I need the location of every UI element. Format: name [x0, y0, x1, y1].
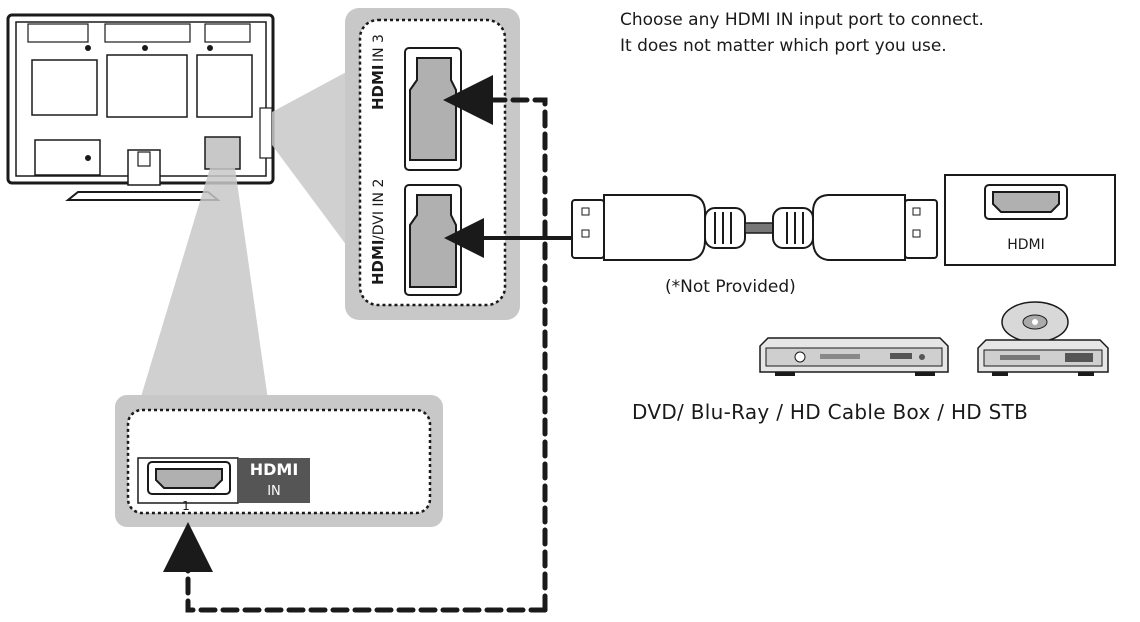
- hdmi-in-2-label: /DVI IN 2: [371, 179, 387, 240]
- hdmi-in-1-label: IN: [267, 484, 281, 499]
- instruction-line-1: Choose any HDMI IN input port to connect…: [620, 10, 984, 30]
- hdmi-in-3-label: IN 3: [371, 34, 387, 62]
- rear-panel-zoom: 1 HDMI IN: [115, 395, 443, 527]
- set-top-box-illustration: [977, 301, 1109, 376]
- hdmi-cable: [571, 194, 938, 261]
- dvd-player-illustration: [759, 337, 949, 376]
- hdmi-port-3: [404, 47, 462, 171]
- hdmi-in-3-logo: HDMI: [369, 64, 387, 110]
- hdmi-in-1-number: 1: [182, 499, 190, 513]
- side-panel-callout-wedge: [272, 70, 350, 250]
- hdmi-in-2-logo: HDMI: [369, 239, 387, 285]
- alternate-connection-dashed-path: [163, 75, 548, 613]
- side-panel-zoom: HDMI IN 3 HDMI /DVI IN 2: [345, 8, 520, 320]
- hdmi-port-1: [147, 461, 231, 495]
- devices-caption: DVD/ Blu-Ray / HD Cable Box / HD STB: [632, 400, 1029, 424]
- instruction-line-2: It does not matter which port you use.: [620, 36, 947, 56]
- hdmi-in-1-logo: HDMI: [250, 460, 299, 479]
- device-hdmi-port-label: HDMI: [1007, 237, 1045, 253]
- tv-rear-illustration: [6, 13, 275, 201]
- device-hdmi-port-box: HDMI: [944, 174, 1116, 266]
- rear-panel-callout-wedge: [140, 168, 268, 400]
- cable-not-provided-note: (*Not Provided): [665, 277, 796, 297]
